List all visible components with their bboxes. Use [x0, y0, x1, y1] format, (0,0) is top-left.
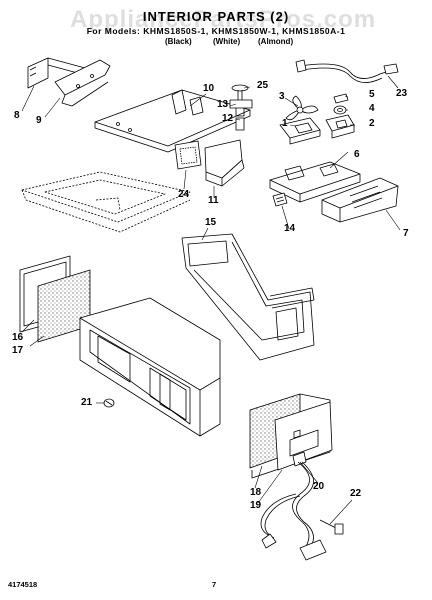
color-label-white: (White)	[213, 37, 241, 46]
dashed-tray-outline	[21, 171, 191, 233]
callout-15: 15	[205, 217, 217, 228]
part-9-bracket	[54, 59, 111, 107]
callout-5: 5	[369, 89, 375, 100]
callout-18: 18	[250, 487, 262, 498]
color-label-black: (Black)	[165, 37, 192, 46]
part-19-bracket	[274, 401, 333, 471]
callout-13: 13	[217, 99, 229, 110]
callout-2: 2	[369, 118, 375, 129]
color-label-almond: (Almond)	[258, 37, 294, 46]
callout-9: 9	[36, 115, 42, 126]
part-7-vent-cover	[321, 177, 399, 223]
callout-10: 10	[203, 83, 215, 94]
diagram-title: INTERIOR PARTS (2)	[142, 9, 290, 24]
model-list: For Models: KHMS1850S-1, KHMS1850W-1, KH…	[86, 26, 346, 36]
callout-20: 20	[313, 481, 325, 492]
part-8-bracket	[27, 57, 86, 89]
part-15-inner-panel	[181, 233, 315, 361]
watermark: AppliancePartsPros.com	[70, 6, 377, 33]
callout-17: 17	[12, 345, 24, 356]
part-10-plate	[94, 89, 251, 153]
part-5-clip	[333, 93, 349, 104]
part-2-motor	[325, 114, 355, 139]
callout-7: 7	[403, 228, 409, 239]
part-21-screw	[103, 398, 115, 408]
part-23-harness	[295, 59, 399, 83]
part-22-harness	[260, 461, 344, 561]
callout-21: 21	[81, 397, 93, 408]
callout-3: 3	[279, 91, 285, 102]
callout-6: 6	[354, 149, 360, 160]
callout-19: 19	[250, 500, 262, 511]
part-11-duct	[204, 139, 245, 187]
callout-24: 24	[178, 189, 190, 200]
part-6-bracket	[269, 161, 361, 203]
callout-22: 22	[350, 488, 362, 499]
callout-8: 8	[14, 110, 20, 121]
part-25-13-12-switch	[229, 84, 253, 131]
part-1-motor	[279, 117, 321, 145]
microwave-cavity	[79, 297, 221, 437]
callout-14: 14	[284, 223, 296, 234]
page-number: 7	[212, 580, 217, 589]
callout-12: 12	[222, 113, 234, 124]
callout-16: 16	[12, 332, 24, 343]
document-number: 4174518	[8, 580, 38, 589]
callout-1: 1	[282, 118, 288, 129]
part-3-fan-blade	[285, 95, 319, 121]
callout-11: 11	[208, 195, 219, 206]
callout-4: 4	[369, 103, 375, 114]
part-4-grommet	[333, 105, 347, 115]
part-14-connector	[272, 192, 288, 207]
callout-23: 23	[396, 88, 408, 99]
callout-leaders	[21, 75, 401, 525]
part-24-frame	[174, 140, 202, 170]
callout-25: 25	[257, 80, 269, 91]
